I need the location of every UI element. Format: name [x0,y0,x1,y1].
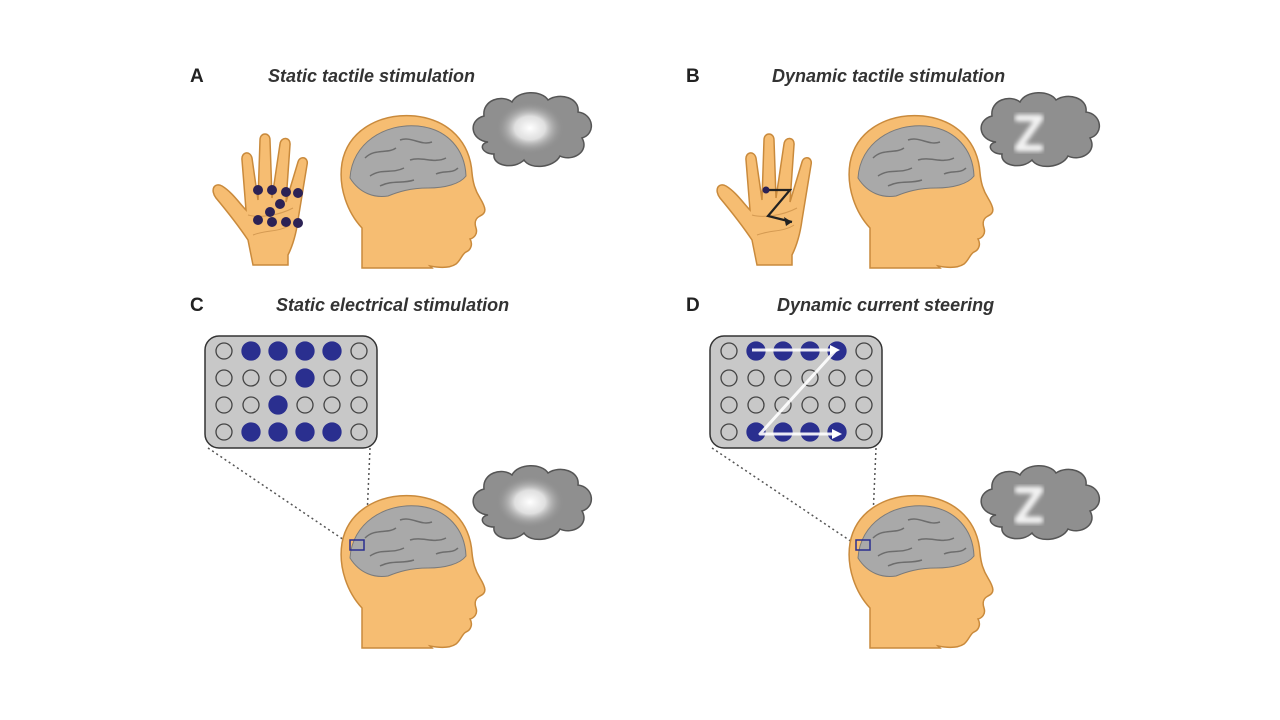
electrode-inactive [215,369,233,387]
cloud-percept-icon [980,464,1101,541]
panel-a [212,91,593,269]
tactile-dot [275,199,285,209]
tactile-dot-pattern [253,185,303,228]
electrode-inactive [774,369,792,387]
electrode-active [322,422,342,442]
electrode-inactive [855,342,873,360]
electrode-inactive [242,369,260,387]
tactile-dot [267,217,277,227]
tactile-dot [267,185,277,195]
electrode-inactive [350,369,368,387]
electrode-inactive [774,396,792,414]
panel-c-letter: C [190,295,204,316]
electrode-inactive [269,369,287,387]
tactile-dot [281,187,291,197]
electrode-inactive [350,342,368,360]
zoom-line-left [711,447,856,545]
tactile-dot [253,185,263,195]
panel-b-title: Dynamic tactile stimulation [772,66,1006,86]
electrode-inactive [747,369,765,387]
electrode-inactive [323,396,341,414]
electrode-active [268,341,288,361]
panel-b [716,91,1101,269]
electrode-active [800,422,820,442]
head-icon [340,114,486,269]
panel-a-title: Static tactile stimulation [268,66,476,86]
electrode-active [268,395,288,415]
panel-b-letter: B [686,66,700,87]
electrode-inactive [720,396,738,414]
electrode-inactive [801,396,819,414]
electrode-active [773,422,793,442]
electrode-inactive [720,369,738,387]
tactile-dot [293,218,303,228]
head-icon [340,494,486,649]
trace-arrowhead [784,217,792,226]
z-percept [1014,486,1044,524]
trace-start-dot [762,186,770,194]
hand-icon [716,133,813,266]
electrode-grid-icon [204,335,378,449]
zoom-line-left [207,447,351,545]
steering-arrow-top [830,345,840,355]
blurry-percept [496,476,564,528]
electrode-active [295,341,315,361]
implant-site [855,539,871,551]
electrode-inactive [855,369,873,387]
electrode-active [746,422,766,442]
electrode-inactive [828,396,846,414]
electrode-active [241,341,261,361]
panel-a-letter: A [190,66,204,87]
head-icon [848,494,994,649]
tactile-dot [281,217,291,227]
panel-d-title: Dynamic current steering [777,295,995,315]
electrode-active [295,368,315,388]
electrode-active [268,422,288,442]
electrode-active [241,422,261,442]
head-icon [848,114,994,269]
electrode-inactive [215,396,233,414]
current-steering-path [752,348,838,436]
panel-c-title: Static electrical stimulation [276,295,510,315]
tactile-trace-z [766,188,793,224]
electrode-grid-static [215,341,368,442]
steering-arrow-bottom [832,429,842,439]
electrode-active [322,341,342,361]
hand-icon [212,133,309,266]
electrode-inactive [296,396,314,414]
electrode-active [295,422,315,442]
cloud-percept-icon [980,91,1101,168]
panel-c [204,335,593,649]
electrode-inactive [350,396,368,414]
electrode-inactive [720,423,738,441]
electrode-inactive [323,369,341,387]
electrode-inactive [350,423,368,441]
electrode-inactive [855,396,873,414]
electrode-inactive [215,423,233,441]
tactile-dot [253,215,263,225]
panel-d [709,335,1101,649]
tactile-dot [293,188,303,198]
electrode-inactive [242,396,260,414]
electrode-inactive [855,423,873,441]
blurry-percept [496,102,564,154]
electrode-inactive [720,342,738,360]
implant-site [349,539,365,551]
electrode-inactive [747,396,765,414]
electrode-inactive [828,369,846,387]
panel-d-letter: D [686,295,700,316]
electrode-inactive [215,342,233,360]
tactile-dot [265,207,275,217]
z-percept [1014,114,1044,152]
